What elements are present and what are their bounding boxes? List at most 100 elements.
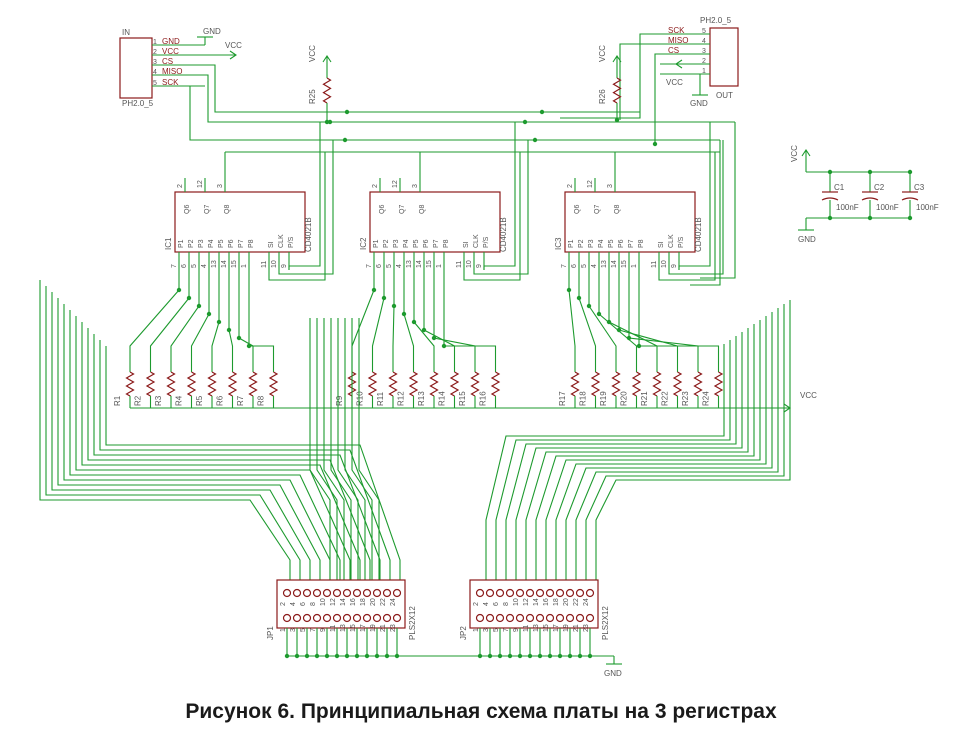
junction-dot	[576, 295, 582, 301]
resistor-r11: R11	[376, 352, 398, 408]
header-pin-number: 18	[553, 598, 560, 606]
capacitor-c3: C3 100nF	[901, 169, 939, 221]
register-name: IC2	[359, 237, 368, 250]
junction-dot	[371, 287, 377, 293]
header-pin-hole	[322, 588, 332, 598]
header-pin-hole	[362, 588, 372, 598]
register-bottom-pin-number: 9	[281, 264, 288, 268]
out-pin-label: MISO	[668, 36, 688, 45]
out-pin-number: 2	[702, 58, 706, 65]
in-pin-number: 3	[153, 59, 157, 66]
out-pin-number: 5	[702, 28, 706, 35]
register-top-pin-label: Q6	[574, 205, 581, 214]
resistor-label: R22	[661, 391, 670, 406]
header-pin-hole	[525, 588, 535, 598]
resistor-r12: R12	[397, 352, 419, 408]
gnd-label-caps: GND	[798, 235, 816, 244]
figure-caption: Рисунок 6. Принципиальная схема платы на…	[185, 700, 777, 723]
in-pin-number: 1	[153, 39, 157, 46]
header-pin-hole	[505, 588, 515, 598]
register-bottom-pin-label: CLK	[278, 234, 285, 248]
register-bottom-pin-number: 1	[436, 264, 443, 268]
register-body	[174, 191, 306, 253]
register-bottom-pin-label: P1	[373, 239, 380, 248]
resistor-symbol	[268, 371, 279, 397]
header-pin-number: 13	[340, 624, 347, 632]
header-pin-number: 19	[370, 624, 377, 632]
register-bottom-pin-number: 5	[581, 264, 588, 268]
junction-dot	[441, 343, 447, 349]
resistor-symbol	[145, 371, 156, 397]
junction-dot	[401, 311, 407, 317]
resistor-symbol	[612, 77, 622, 104]
header-pin-hole	[585, 613, 595, 623]
junction-dot	[431, 335, 437, 341]
in-pin-label: VCC	[162, 47, 179, 56]
capacitor-value: 100nF	[916, 203, 939, 212]
register-top-pin-number: 3	[217, 184, 224, 188]
register-part: CD4021B	[694, 217, 703, 252]
header-pin-hole	[475, 588, 485, 598]
out-pin-label: SCK	[668, 26, 685, 35]
register-top-pin-label: Q8	[419, 205, 426, 214]
register-top-pin-number: 3	[412, 184, 419, 188]
header-pin-number: 23	[583, 624, 590, 632]
register-bottom-pin-label: SI	[463, 241, 470, 248]
header-pin-number: 5	[300, 628, 307, 632]
register-top-pin-number: 2	[177, 184, 184, 188]
header-pin-number: 2	[473, 602, 480, 606]
header-pin-number: 15	[350, 624, 357, 632]
vcc-label-out: VCC	[666, 78, 683, 87]
resistor-symbol	[631, 371, 642, 397]
resistor-label: R8	[257, 395, 266, 406]
resistor-r13: R13	[417, 352, 439, 408]
header-pin-number: 13	[533, 624, 540, 632]
junction-dot	[236, 335, 242, 341]
resistor-r5: R5	[195, 352, 217, 408]
register-bottom-pin-number: 7	[171, 264, 178, 268]
register-bottom-pin-label: P/S	[483, 236, 490, 248]
header-pin-hole	[515, 613, 525, 623]
header-pin-number: 22	[573, 598, 580, 606]
header-part: PLS2X12	[408, 606, 417, 640]
register-bottom-pin-number: 1	[631, 264, 638, 268]
register-bottom-pin-number: 15	[231, 260, 238, 268]
header-routing	[39, 280, 791, 580]
resistor-r7: R7	[236, 352, 258, 408]
register-bottom-pin-label: P7	[628, 239, 635, 248]
junction-dot	[344, 109, 350, 115]
header-pin-hole	[382, 588, 392, 598]
resistor-r10: R10	[356, 352, 378, 408]
register-bottom-pin-number: 9	[671, 264, 678, 268]
register-bottom-pin-label: P3	[588, 239, 595, 248]
capacitor-name: C3	[914, 183, 925, 192]
gnd-label-in: GND	[203, 27, 221, 36]
register-bottom-pin-number: 14	[611, 260, 618, 268]
header-pin-hole	[282, 588, 292, 598]
header-pin-number: 14	[340, 598, 347, 606]
header-pin-number: 21	[573, 624, 580, 632]
resistor-symbol	[449, 371, 460, 397]
register-top-pin-number: 2	[567, 184, 574, 188]
register-bottom-pin-label: P5	[218, 239, 225, 248]
header-pin-hole	[392, 588, 402, 598]
register-bottom-pin-label: CLK	[668, 234, 675, 248]
register-bottom-pin-label: P6	[423, 239, 430, 248]
header-part: PLS2X12	[601, 606, 610, 640]
resistor-r22: R22	[661, 352, 683, 408]
header-name: JP2	[459, 626, 468, 640]
in-pin-label: CS	[162, 57, 173, 66]
resistor-r1: R1	[113, 352, 135, 408]
header-pin-number: 17	[553, 624, 560, 632]
junction-dot	[867, 169, 873, 175]
header-pin-number: 1	[473, 628, 480, 632]
pullup-resistor-label: R25	[308, 89, 317, 104]
resistor-symbol	[166, 371, 176, 397]
resistor-symbol	[207, 371, 217, 397]
header-pin-hole	[322, 613, 332, 623]
register-bottom-pin-label: P4	[598, 239, 605, 248]
junction-dot	[176, 287, 182, 293]
